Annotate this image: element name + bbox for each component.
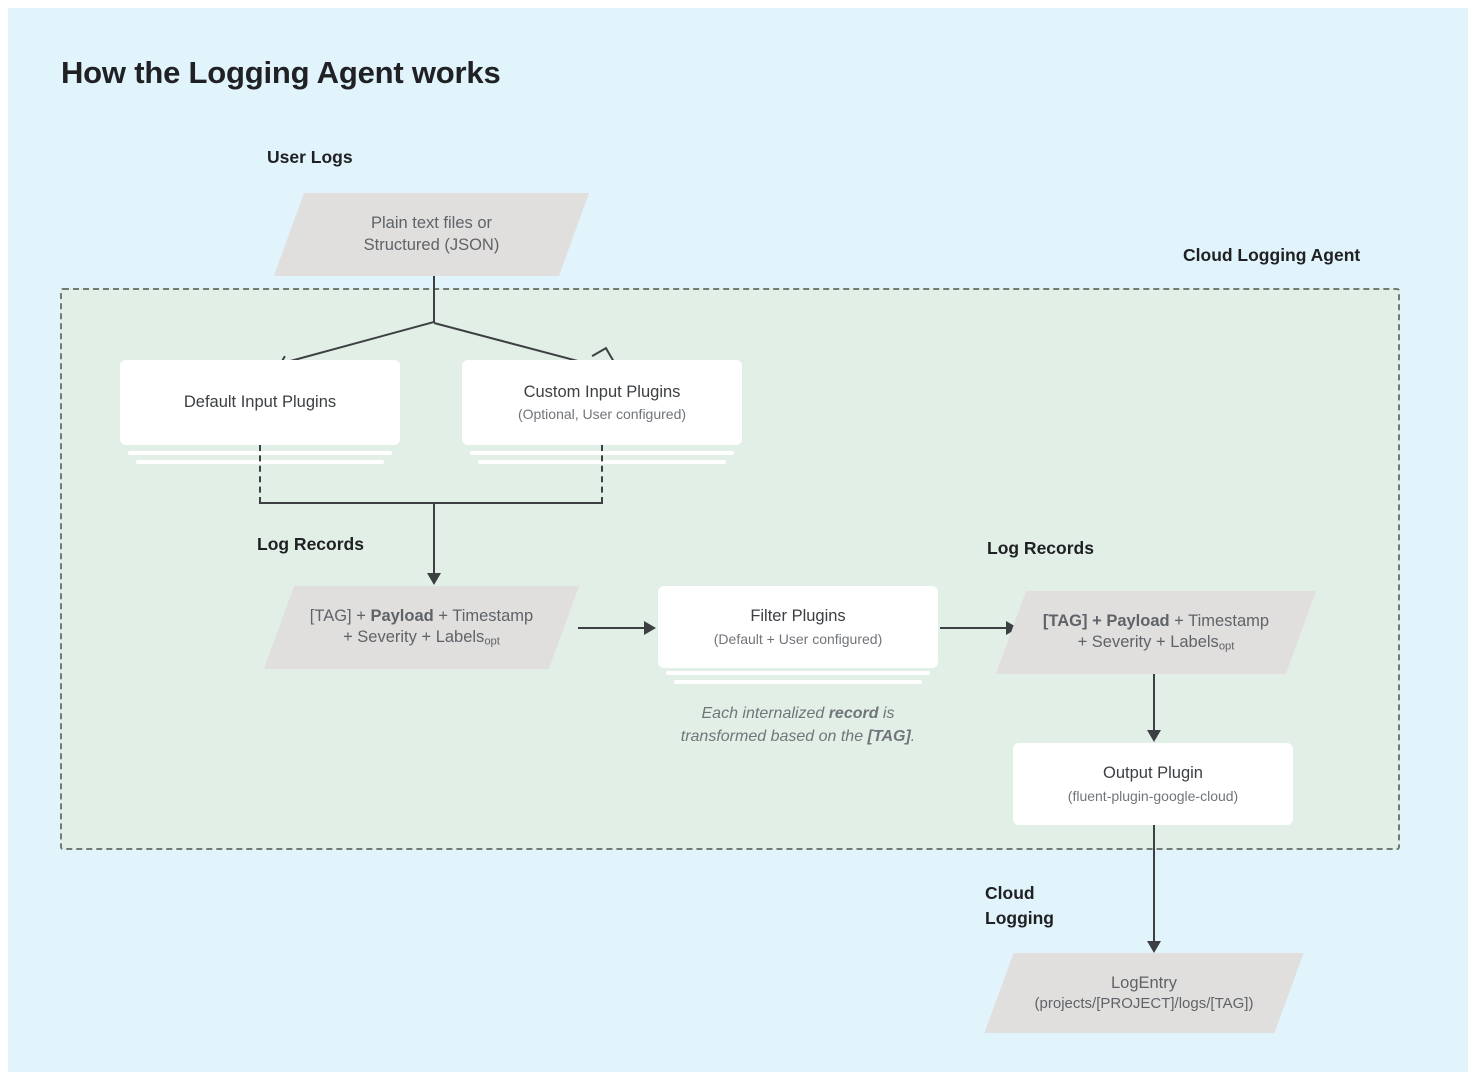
connector-userlogs-stem xyxy=(433,276,435,323)
connector-record-to-output xyxy=(1153,674,1155,732)
output-plugin-title: Output Plugin xyxy=(1103,764,1203,783)
connector-merge-bus xyxy=(259,502,603,504)
log-records-left-label: Log Records xyxy=(257,534,364,554)
log-record-right-payload: Payload xyxy=(1106,611,1170,630)
log-entry-subtitle: (projects/[PROJECT]/logs/[TAG]) xyxy=(1034,994,1254,1012)
arrowhead-logentry-icon xyxy=(1147,941,1161,953)
log-record-left-shape: [TAG] + Payload + Timestamp + Severity +… xyxy=(263,586,580,669)
arrowhead-custom-input-icon xyxy=(591,346,615,367)
custom-input-plugins-title: Custom Input Plugins xyxy=(523,382,681,401)
user-logs-label: User Logs xyxy=(267,147,353,167)
output-plugin-subtitle: (fluent-plugin-google-cloud) xyxy=(1067,787,1239,804)
filter-plugins-stack-line-1 xyxy=(666,671,930,675)
filter-plugins-stack-line-2 xyxy=(674,680,922,684)
default-input-plugins-title: Default Input Plugins xyxy=(183,392,337,411)
arrowhead-filter-plugins-icon xyxy=(644,621,656,635)
log-record-left-subscript: opt xyxy=(484,635,500,648)
connector-merge-down xyxy=(433,502,435,575)
log-record-right-plus: + xyxy=(1087,611,1107,630)
cloud-logging-label: Cloud Logging xyxy=(985,883,1055,929)
log-entry-shape: LogEntry (projects/[PROJECT]/logs/[TAG]) xyxy=(984,953,1304,1033)
log-record-left-tag: [TAG] xyxy=(309,606,352,625)
arrowhead-output-plugin-icon xyxy=(1147,730,1161,742)
filter-plugins-note: Each internalized record is transformed … xyxy=(680,705,916,746)
output-plugin-card[interactable]: Output Plugin (fluent-plugin-google-clou… xyxy=(1013,743,1293,825)
user-logs-source-shape: Plain text files or Structured (JSON) xyxy=(273,193,590,276)
log-record-left-payload: Payload xyxy=(370,606,434,625)
log-record-right-subscript: opt xyxy=(1218,640,1235,653)
arrowhead-log-records-left-icon xyxy=(427,573,441,585)
custom-input-plugins-subtitle: (Optional, User configured) xyxy=(517,406,687,423)
log-record-right-shape: [TAG] + Payload + Timestamp + Severity +… xyxy=(995,591,1317,674)
connector-record-to-filter xyxy=(578,627,646,629)
log-entry-title: LogEntry xyxy=(1110,973,1178,992)
cloud-logging-agent-label: Cloud Logging Agent xyxy=(1183,245,1361,265)
log-record-left-rest: + Timestamp xyxy=(433,606,534,625)
page-title: How the Logging Agent works xyxy=(61,55,501,90)
log-record-left-plus: + xyxy=(351,606,371,625)
log-record-right-rest: + Timestamp xyxy=(1169,611,1270,630)
user-logs-source-line2: Structured (JSON) xyxy=(363,235,500,254)
user-logs-source-line1: Plain text files or xyxy=(370,214,493,233)
filter-plugins-title: Filter Plugins xyxy=(750,607,846,626)
log-record-right-tag: [TAG] xyxy=(1042,611,1088,630)
connector-default-input-down xyxy=(259,445,261,503)
filter-plugins-card[interactable]: Filter Plugins (Default + User configure… xyxy=(658,586,938,668)
log-record-right-line2: + Severity + Labels xyxy=(1077,633,1219,652)
filter-plugins-subtitle: (Default + User configured) xyxy=(713,630,883,647)
custom-input-plugins-card[interactable]: Custom Input Plugins (Optional, User con… xyxy=(462,360,742,445)
connector-filter-to-record xyxy=(940,627,1008,629)
connector-output-to-logentry xyxy=(1153,825,1155,943)
connector-custom-input-down xyxy=(601,445,603,503)
diagram-canvas: How the Logging Agent works User Logs Cl… xyxy=(8,8,1468,1072)
default-input-plugins-card[interactable]: Default Input Plugins xyxy=(120,360,400,445)
log-records-right-label: Log Records xyxy=(987,538,1094,558)
log-record-left-line2: + Severity + Labels xyxy=(343,628,485,647)
